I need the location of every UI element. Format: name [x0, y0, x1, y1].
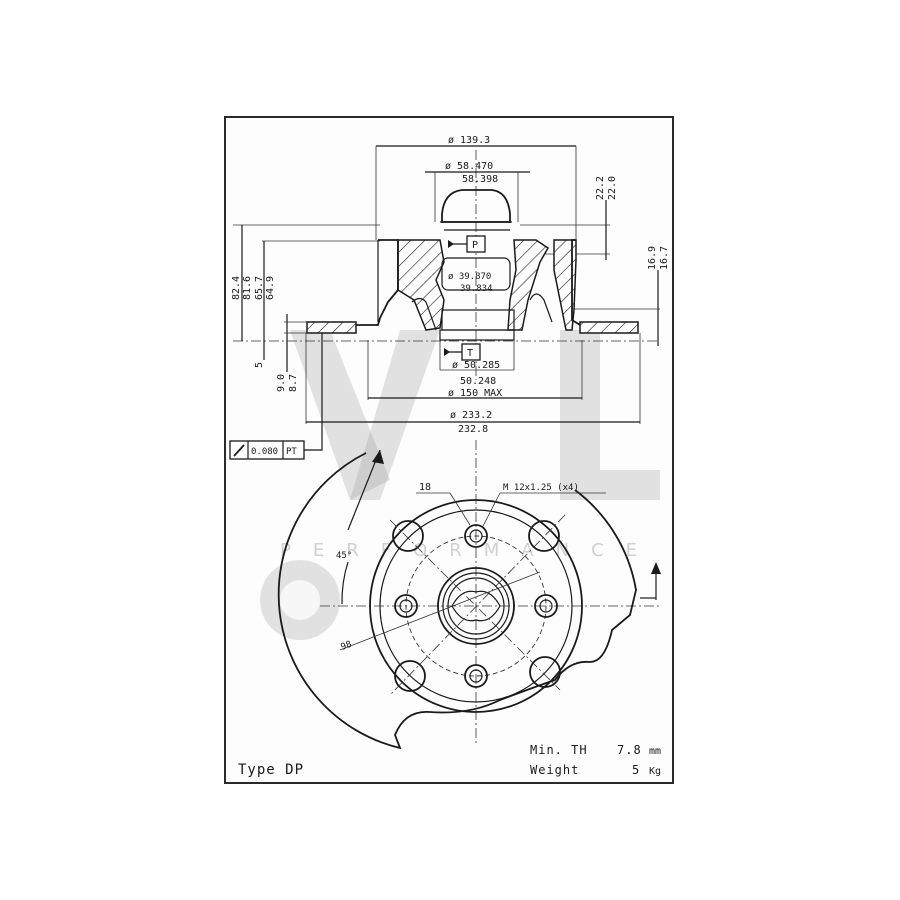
dim-disc-diameter-upper: ø 233.2 — [450, 410, 492, 421]
datum-t-label: T — [467, 348, 473, 359]
specs-block: Min. TH 7.8 mm Weight 5 Kg — [530, 743, 661, 777]
dim-overall-height-upper: 82.4 — [231, 276, 242, 300]
weight-unit: Kg — [649, 766, 661, 777]
lobes — [392, 520, 561, 692]
dim-overall-height-lower: 81.6 — [242, 276, 253, 300]
dim-lower-bore-upper: ø 50.285 — [452, 360, 500, 371]
dim-outer-flange-diameter: ø 139.3 — [448, 135, 490, 146]
type-label: Type DP — [238, 762, 304, 778]
weight-value: 5 — [632, 763, 640, 777]
tolerance-datum: PT — [286, 447, 297, 457]
weight-label: Weight — [530, 763, 579, 777]
dim-inner-height-upper: 65.7 — [254, 276, 265, 300]
dim-disc-diameter-lower: 232.8 — [458, 424, 488, 435]
tolerance-value: 0.080 — [251, 447, 278, 457]
dim-height-top-lower: 22.0 — [607, 176, 618, 200]
dim-height-top-upper: 22.2 — [595, 176, 606, 200]
watermark-tagline: PERFORMANCE — [280, 540, 659, 561]
dim-thickness-upper: 9.0 — [276, 374, 287, 392]
bolt-holes — [394, 524, 558, 688]
dim-inner-bore-upper: ø 39.870 — [448, 272, 491, 282]
dim-thickness-lower: 8.7 — [288, 374, 299, 392]
min-thickness-label: Min. TH — [530, 743, 588, 757]
tolerance-frame: 0.080 PT — [229, 333, 323, 460]
dim-max-diameter: ø 150 MAX — [448, 388, 502, 399]
datum-p-label: P — [472, 240, 478, 251]
dim-lower-bore-lower: 50.248 — [460, 376, 496, 387]
dim-height-right-upper: 16.9 — [647, 246, 658, 270]
runout-arrow-icon — [233, 444, 245, 457]
dim-height-right-lower: 16.7 — [659, 246, 670, 270]
dim-thread-spec: M 12x1.25 (x4) — [503, 483, 579, 493]
min-thickness-value: 7.8 — [617, 743, 642, 757]
min-thickness-unit: mm — [649, 746, 661, 757]
front-view: 18 M 12x1.25 (x4) 45° 98 — [277, 440, 661, 750]
dim-inner-bore-lower: 39.834 — [460, 284, 493, 294]
dim-hub-bore-upper: ø 58.470 — [445, 161, 493, 172]
dim-inner-height-lower: 64.9 — [265, 276, 276, 300]
dim-pitch-circle: 98 — [340, 640, 354, 653]
dim-angle: 45° — [336, 551, 352, 561]
watermark: PERFORMANCE — [260, 330, 660, 640]
dim-hub-bore-lower: 58.398 — [462, 174, 498, 185]
dim-hole-diameter: 18 — [419, 482, 431, 493]
dim-offset-5: 5 — [254, 362, 265, 368]
section-view: P T ø 139.3 ø 58.470 58.398 ø 39.870 39.… — [229, 135, 670, 460]
